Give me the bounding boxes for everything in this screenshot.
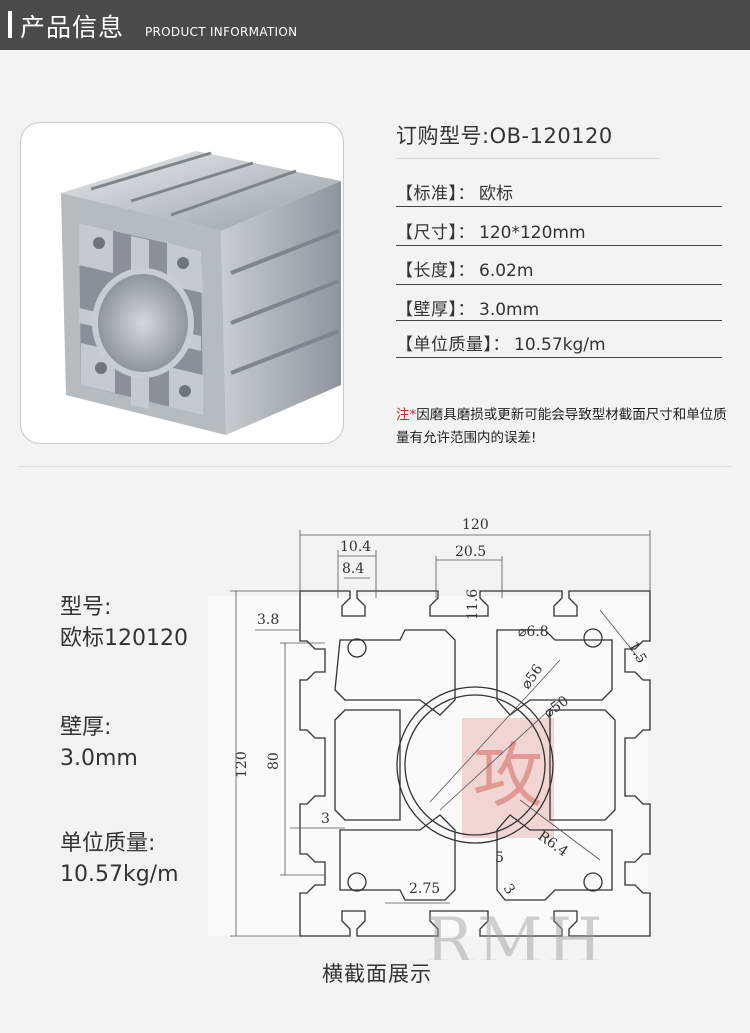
side-label: 单位质量: (60, 831, 156, 856)
model-line: 订购型号:OB-120120 (396, 120, 613, 150)
seal-glyph: 攻 (473, 735, 543, 817)
dim-web: 3 (321, 811, 330, 827)
model-value: OB-120120 (489, 124, 613, 148)
dim-hole: ⌀6.8 (518, 624, 549, 640)
spec-key: 【长度】： (396, 261, 475, 281)
side-info-wall: 壁厚: 3.0mm (60, 712, 138, 774)
spec-key: 【单位质量】： (396, 335, 510, 355)
side-info-weight: 单位质量: 10.57kg/m (60, 828, 179, 890)
spec-divider (396, 284, 722, 285)
watermark-text: RMH (425, 905, 607, 960)
header-title: 产品信息 (20, 13, 125, 42)
dim-slot-inner: 8.4 (342, 561, 364, 577)
spec-row-wall: 【壁厚】：3.0mm (396, 295, 539, 320)
side-value: 3.0mm (60, 746, 138, 771)
profile-outline (299, 590, 651, 937)
dim-wall-left: 3.8 (257, 612, 279, 628)
spec-divider (396, 206, 722, 207)
note-mark: 注* (396, 407, 417, 423)
side-value: 10.57kg/m (60, 862, 179, 887)
spec-key: 【壁厚】： (396, 300, 475, 320)
header-subtitle: PRODUCT INFORMATION (145, 25, 298, 39)
note-text: 因磨具磨损或更新可能会导致型材截面尺寸和单位质量有允许范围内的误差! (396, 407, 727, 446)
spec-row-length: 【长度】：6.02m (396, 256, 533, 281)
dim-rib: 5 (495, 850, 504, 866)
dim-inner-height: 80 (266, 752, 282, 770)
dim-height: 120 (234, 751, 250, 778)
side-value: 欧标120120 (60, 626, 188, 651)
spec-row-standard: 【标准】：欧标 (396, 179, 513, 204)
model-divider (396, 158, 660, 159)
spec-divider (396, 245, 722, 246)
header-accent-bar (8, 11, 12, 38)
spec-row-size: 【尺寸】：120*120mm (396, 218, 586, 243)
spec-value: 120*120mm (479, 223, 586, 243)
tolerance-note: 注*因磨具磨损或更新可能会导致型材截面尺寸和单位质量有允许范围内的误差! (396, 404, 730, 450)
drawing-caption: 横截面展示 (322, 962, 432, 986)
spec-value: 3.0mm (479, 300, 540, 320)
side-label: 壁厚: (60, 715, 112, 740)
side-label: 型号: (60, 595, 112, 620)
spec-key: 【尺寸】： (396, 223, 475, 243)
spec-divider (396, 320, 722, 321)
spec-value: 10.57kg/m (514, 335, 606, 355)
side-info-model: 型号: 欧标120120 (60, 592, 188, 654)
spec-key: 【标准】： (396, 184, 475, 204)
spec-row-weight: 【单位质量】：10.57kg/m (396, 330, 606, 355)
cross-section-drawing: 攻 (208, 517, 651, 960)
dim-bottom: 2.75 (409, 881, 440, 897)
spec-value: 6.02m (479, 261, 534, 281)
model-label: 订购型号: (396, 124, 490, 148)
aluminum-profile-image (61, 151, 341, 435)
dim-depth: 11.6 (465, 589, 481, 620)
section-header: 产品信息 PRODUCT INFORMATION (0, 0, 750, 50)
spec-value: 欧标 (479, 184, 513, 204)
dim-width: 120 (462, 517, 489, 533)
dim-slot-outer: 10.4 (340, 539, 371, 555)
dim-top-slot: 20.5 (455, 544, 486, 560)
section-divider (18, 466, 732, 467)
product-photo-card (20, 122, 344, 444)
dimension-lines (230, 530, 651, 937)
spec-divider (396, 357, 722, 358)
